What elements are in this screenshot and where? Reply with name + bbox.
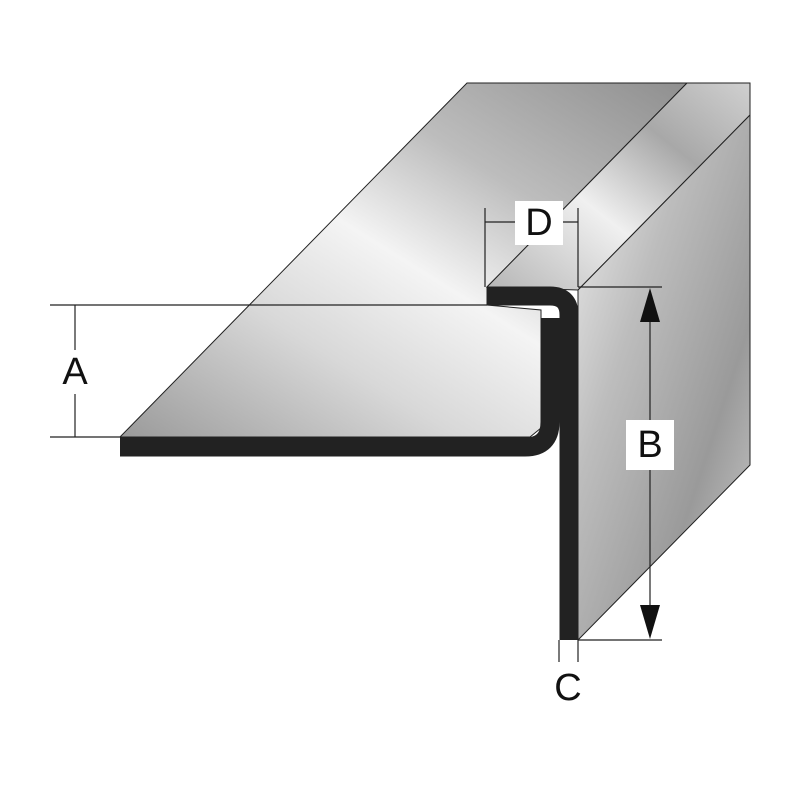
arrow-up-icon [640, 288, 660, 322]
profile-section-leg [487, 286, 579, 640]
dimension-a-label: A [62, 351, 88, 393]
dimension-c-label: C [554, 667, 581, 709]
dimension-b-label: B [637, 424, 662, 466]
dimension-d-label-box [515, 201, 563, 245]
dimension-c [558, 640, 579, 662]
profile-section-flange [120, 318, 560, 457]
dimension-d-label: D [525, 202, 552, 244]
arrow-down-icon [640, 605, 660, 639]
dimension-a-label-box [55, 350, 95, 394]
dimension-b-label-box [626, 420, 674, 470]
